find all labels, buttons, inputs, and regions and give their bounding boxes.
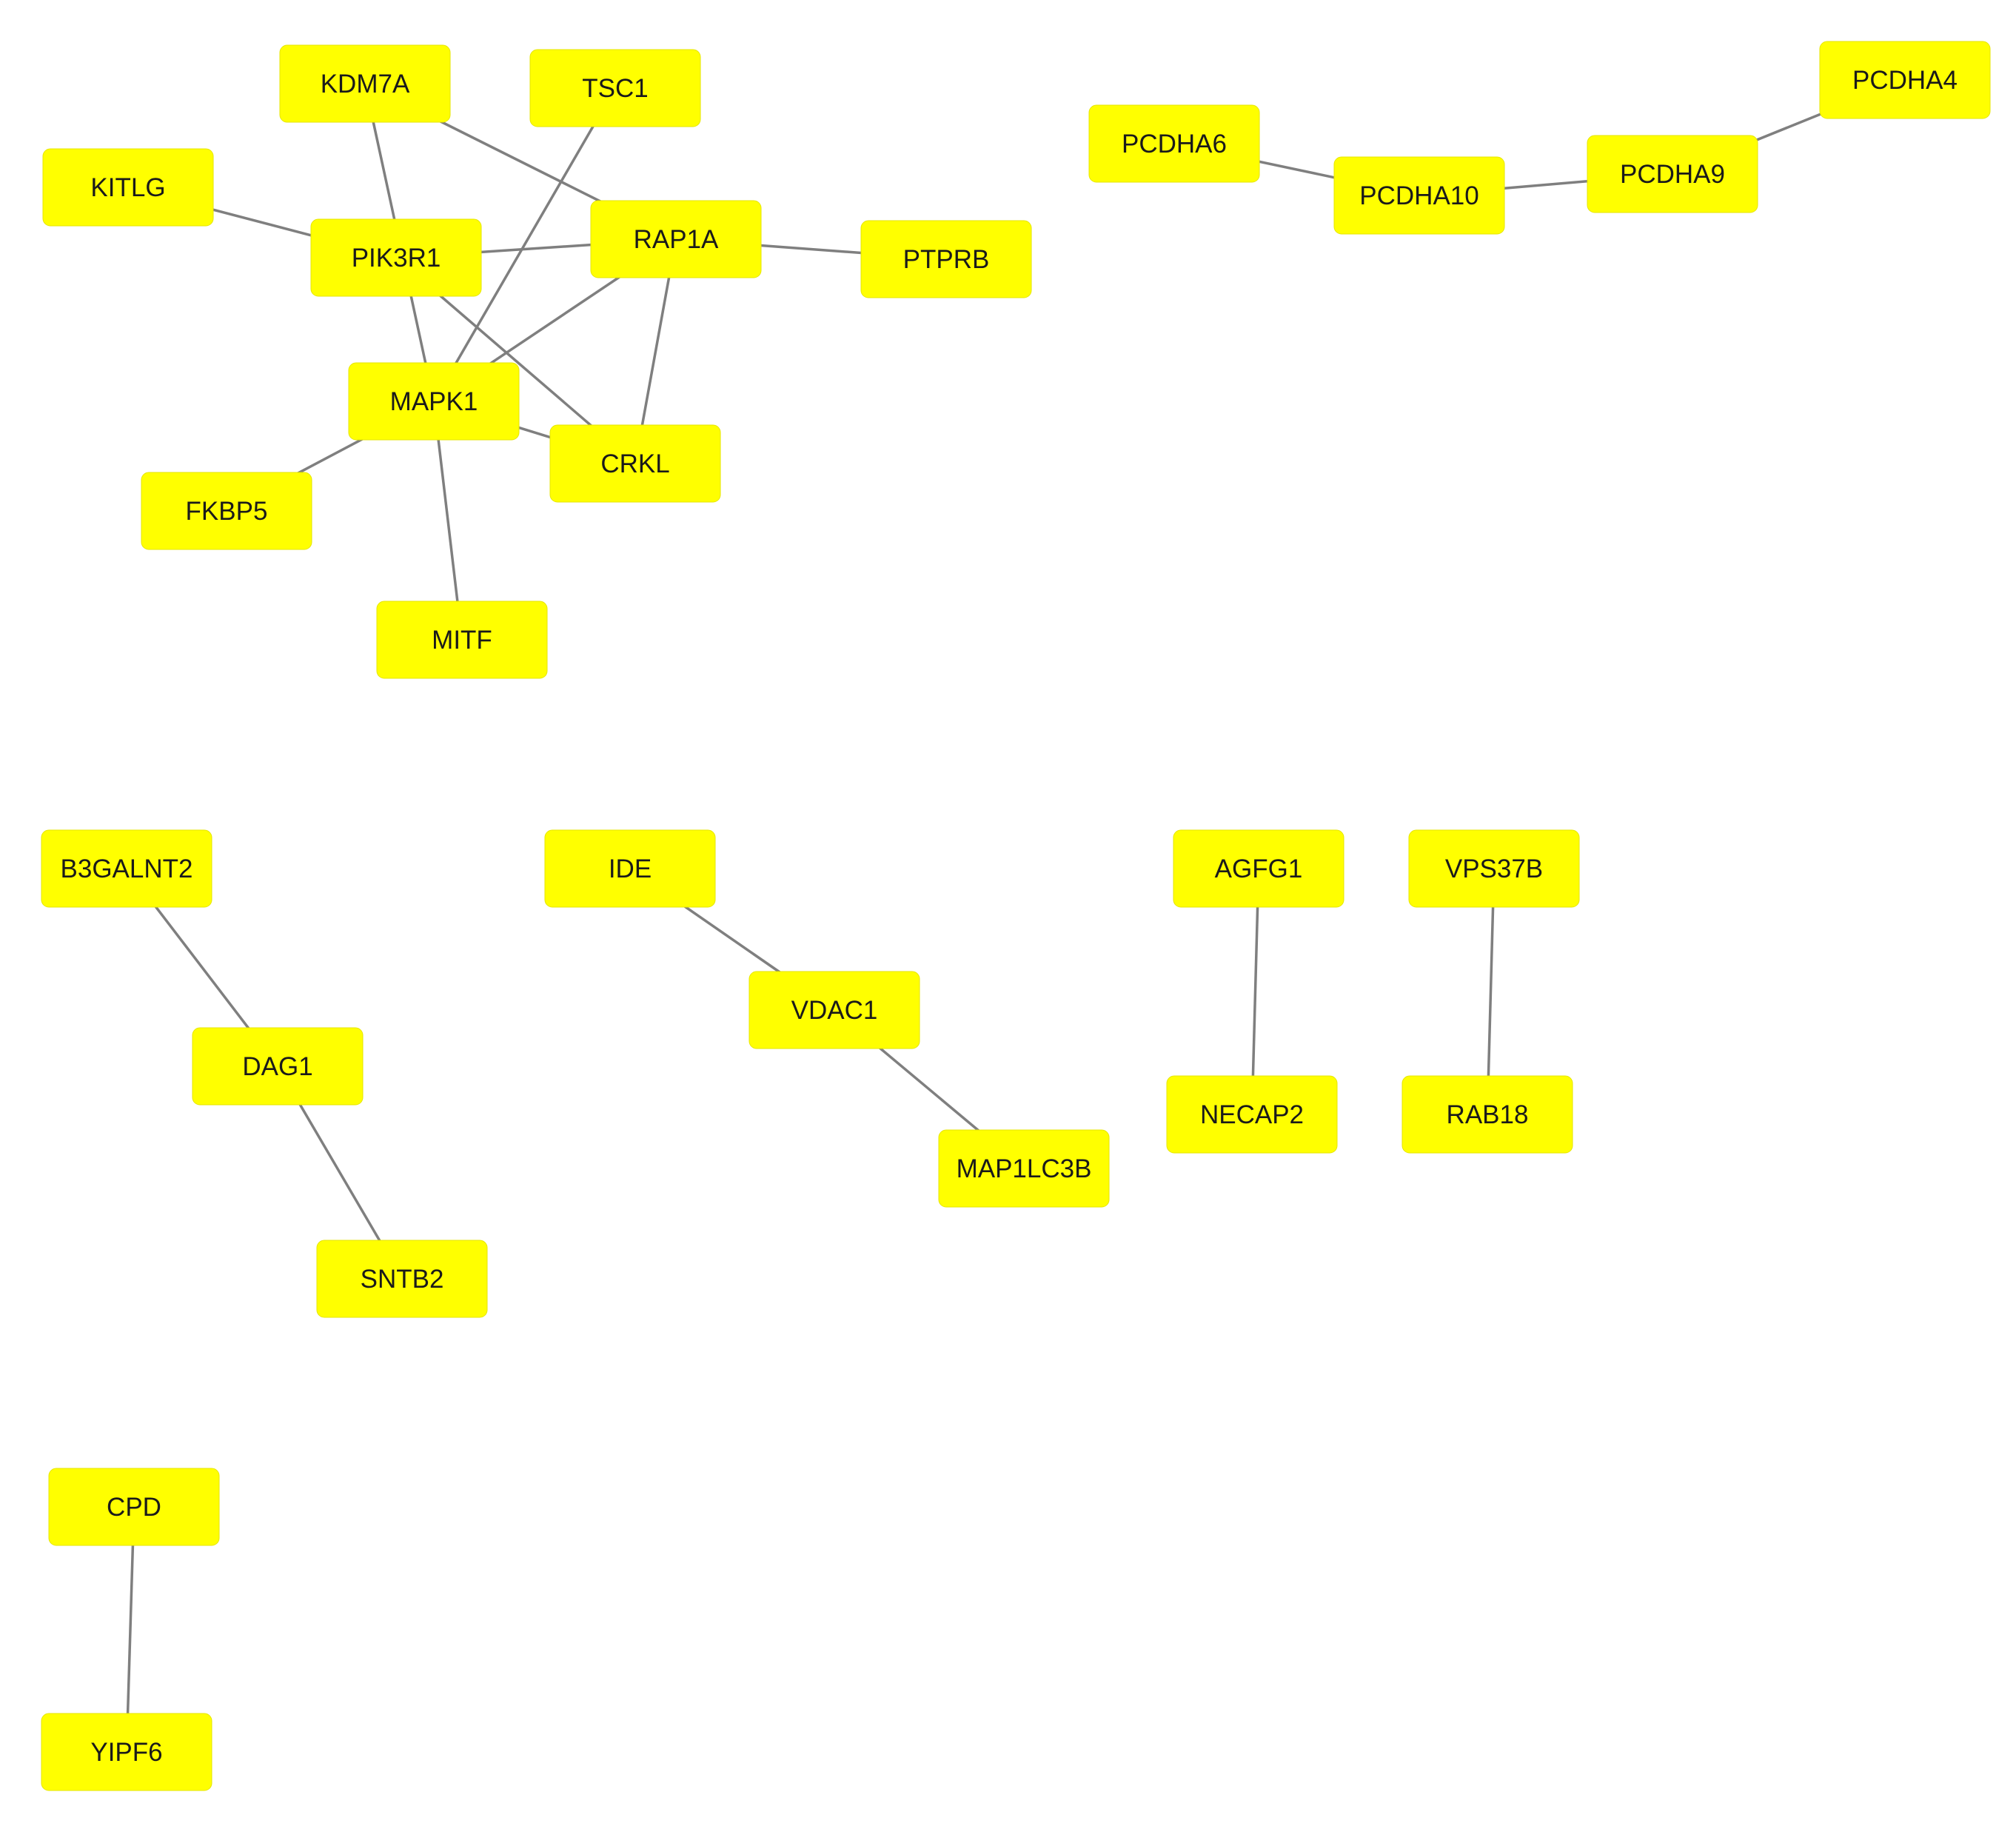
edge-mapk1-mitf xyxy=(432,401,463,641)
node-mitf[interactable]: MITF xyxy=(376,601,548,679)
node-rap1a[interactable]: RAP1A xyxy=(590,200,762,278)
node-vdac1[interactable]: VDAC1 xyxy=(749,971,920,1049)
node-kitlg[interactable]: KITLG xyxy=(42,148,214,227)
node-pcdha9[interactable]: PCDHA9 xyxy=(1587,135,1758,213)
node-box[interactable] xyxy=(549,424,721,503)
node-b3galnt2[interactable]: B3GALNT2 xyxy=(41,829,212,908)
node-label: SNTB2 xyxy=(361,1265,444,1294)
node-box[interactable] xyxy=(1088,104,1260,183)
node-box[interactable] xyxy=(590,200,762,278)
node-box[interactable] xyxy=(749,971,920,1049)
node-pcdha4[interactable]: PCDHA4 xyxy=(1819,41,1991,119)
node-box[interactable] xyxy=(860,220,1032,298)
node-box[interactable] xyxy=(1166,1075,1338,1154)
edge-cpd-yipf6 xyxy=(125,1506,135,1753)
node-label: DAG1 xyxy=(242,1052,312,1081)
node-pcdha6[interactable]: PCDHA6 xyxy=(1088,104,1260,183)
node-label: VPS37B xyxy=(1445,855,1543,883)
node-label: FKBP5 xyxy=(186,497,268,526)
node-label: PCDHA9 xyxy=(1620,160,1725,189)
node-box[interactable] xyxy=(529,49,701,127)
node-fkbp5[interactable]: FKBP5 xyxy=(141,472,312,550)
node-box[interactable] xyxy=(1587,135,1758,213)
node-ide[interactable]: IDE xyxy=(544,829,716,908)
node-box[interactable] xyxy=(1408,829,1580,908)
node-label: AGFG1 xyxy=(1215,855,1303,883)
node-box[interactable] xyxy=(938,1129,1110,1208)
node-sntb2[interactable]: SNTB2 xyxy=(316,1240,488,1318)
node-mapk1[interactable]: MAPK1 xyxy=(348,362,520,441)
node-ptprb[interactable]: PTPRB xyxy=(860,220,1032,298)
node-label: VDAC1 xyxy=(791,996,878,1025)
node-agfg1[interactable]: AGFG1 xyxy=(1173,829,1344,908)
node-box[interactable] xyxy=(41,1713,212,1791)
node-pik3r1[interactable]: PIK3R1 xyxy=(310,218,482,297)
node-label: RAP1A xyxy=(634,225,719,254)
node-label: RAB18 xyxy=(1447,1100,1529,1129)
edge-tsc1-mapk1 xyxy=(432,87,617,402)
node-label: PCDHA10 xyxy=(1359,181,1478,210)
node-label: B3GALNT2 xyxy=(61,855,193,883)
node-box[interactable] xyxy=(192,1027,364,1106)
node-box[interactable] xyxy=(310,218,482,297)
node-necap2[interactable]: NECAP2 xyxy=(1166,1075,1338,1154)
node-box[interactable] xyxy=(348,362,520,441)
node-kdm7a[interactable]: KDM7A xyxy=(279,44,451,123)
node-label: NECAP2 xyxy=(1200,1100,1304,1129)
node-box[interactable] xyxy=(141,472,312,550)
node-box[interactable] xyxy=(1402,1075,1573,1154)
node-rab18[interactable]: RAB18 xyxy=(1402,1075,1573,1154)
node-pcdha10[interactable]: PCDHA10 xyxy=(1333,156,1505,235)
node-crkl[interactable]: CRKL xyxy=(549,424,721,503)
node-label: MAPK1 xyxy=(390,387,478,416)
node-label: TSC1 xyxy=(582,74,648,103)
node-label: PCDHA4 xyxy=(1852,66,1958,95)
node-label: IDE xyxy=(609,855,652,883)
node-label: PTPRB xyxy=(903,245,990,274)
node-box[interactable] xyxy=(42,148,214,227)
node-cpd[interactable]: CPD xyxy=(48,1468,220,1546)
node-tsc1[interactable]: TSC1 xyxy=(529,49,701,127)
node-box[interactable] xyxy=(544,829,716,908)
node-label: YIPF6 xyxy=(90,1738,162,1767)
node-label: CPD xyxy=(107,1493,161,1522)
node-label: PIK3R1 xyxy=(352,244,441,272)
node-vps37b[interactable]: VPS37B xyxy=(1408,829,1580,908)
node-box[interactable] xyxy=(48,1468,220,1546)
node-label: CRKL xyxy=(600,449,669,478)
node-box[interactable] xyxy=(41,829,212,908)
node-label: MAP1LC3B xyxy=(957,1154,1092,1183)
node-label: KITLG xyxy=(90,173,165,202)
node-label: PCDHA6 xyxy=(1122,130,1227,158)
node-dag1[interactable]: DAG1 xyxy=(192,1027,364,1106)
node-box[interactable] xyxy=(1333,156,1505,235)
node-label: MITF xyxy=(432,626,492,655)
edge-vps37b-rab18 xyxy=(1486,868,1496,1115)
node-box[interactable] xyxy=(279,44,451,123)
node-label: KDM7A xyxy=(321,70,410,98)
node-yipf6[interactable]: YIPF6 xyxy=(41,1713,212,1791)
edge-layer xyxy=(125,78,1906,1753)
node-box[interactable] xyxy=(376,601,548,679)
node-box[interactable] xyxy=(316,1240,488,1318)
edge-agfg1-necap2 xyxy=(1250,868,1260,1115)
node-box[interactable] xyxy=(1173,829,1344,908)
node-box[interactable] xyxy=(1819,41,1991,119)
node-map1lc3b[interactable]: MAP1LC3B xyxy=(938,1129,1110,1208)
